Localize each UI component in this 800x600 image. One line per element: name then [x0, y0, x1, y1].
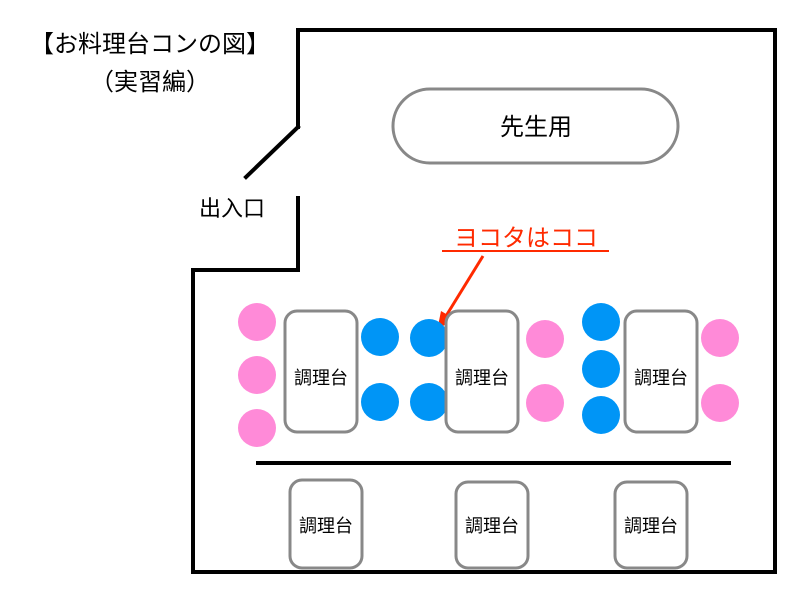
cooking-table: 調理台 — [623, 309, 699, 434]
cooking-table-label: 調理台 — [634, 368, 688, 389]
seat-pink — [238, 303, 276, 341]
cooking-table-label: 調理台 — [624, 516, 678, 537]
seat-pink — [238, 356, 276, 394]
entrance-label: 出入口 — [199, 197, 265, 222]
cooking-table-label: 調理台 — [465, 516, 519, 537]
cooking-table-label: 調理台 — [294, 368, 348, 389]
annotation-arrow — [444, 255, 485, 317]
seat-blue — [582, 350, 620, 388]
seat-blue-yokota — [410, 319, 448, 357]
seat-pink — [701, 319, 739, 357]
seat-blue — [361, 318, 399, 356]
cooking-table: 調理台 — [444, 309, 520, 434]
room-walls — [191, 28, 777, 574]
seat-pink — [526, 384, 564, 422]
diagram-title: 【お料理台コンの図】 — [30, 30, 270, 58]
seat-pink — [526, 320, 564, 358]
seat-blue — [582, 303, 620, 341]
seat-pink — [701, 384, 739, 422]
seats — [238, 303, 739, 447]
cooking-table-label: 調理台 — [299, 516, 353, 537]
cooking-table-label: 調理台 — [455, 368, 509, 389]
seat-pink — [238, 409, 276, 447]
teacher-table-label: 先生用 — [500, 113, 572, 141]
teacher-table: 先生用 — [391, 87, 680, 165]
diagram-subtitle: （実習編） — [90, 68, 210, 96]
seat-blue — [410, 383, 448, 421]
cooking-table: 調理台 — [454, 480, 530, 570]
cooking-table: 調理台 — [613, 480, 689, 570]
seat-blue — [582, 396, 620, 434]
seat-blue — [361, 383, 399, 421]
annotation-label: ヨコタはココ — [454, 224, 598, 252]
cooking-table: 調理台 — [288, 478, 364, 570]
cooking-table: 調理台 — [283, 309, 359, 434]
